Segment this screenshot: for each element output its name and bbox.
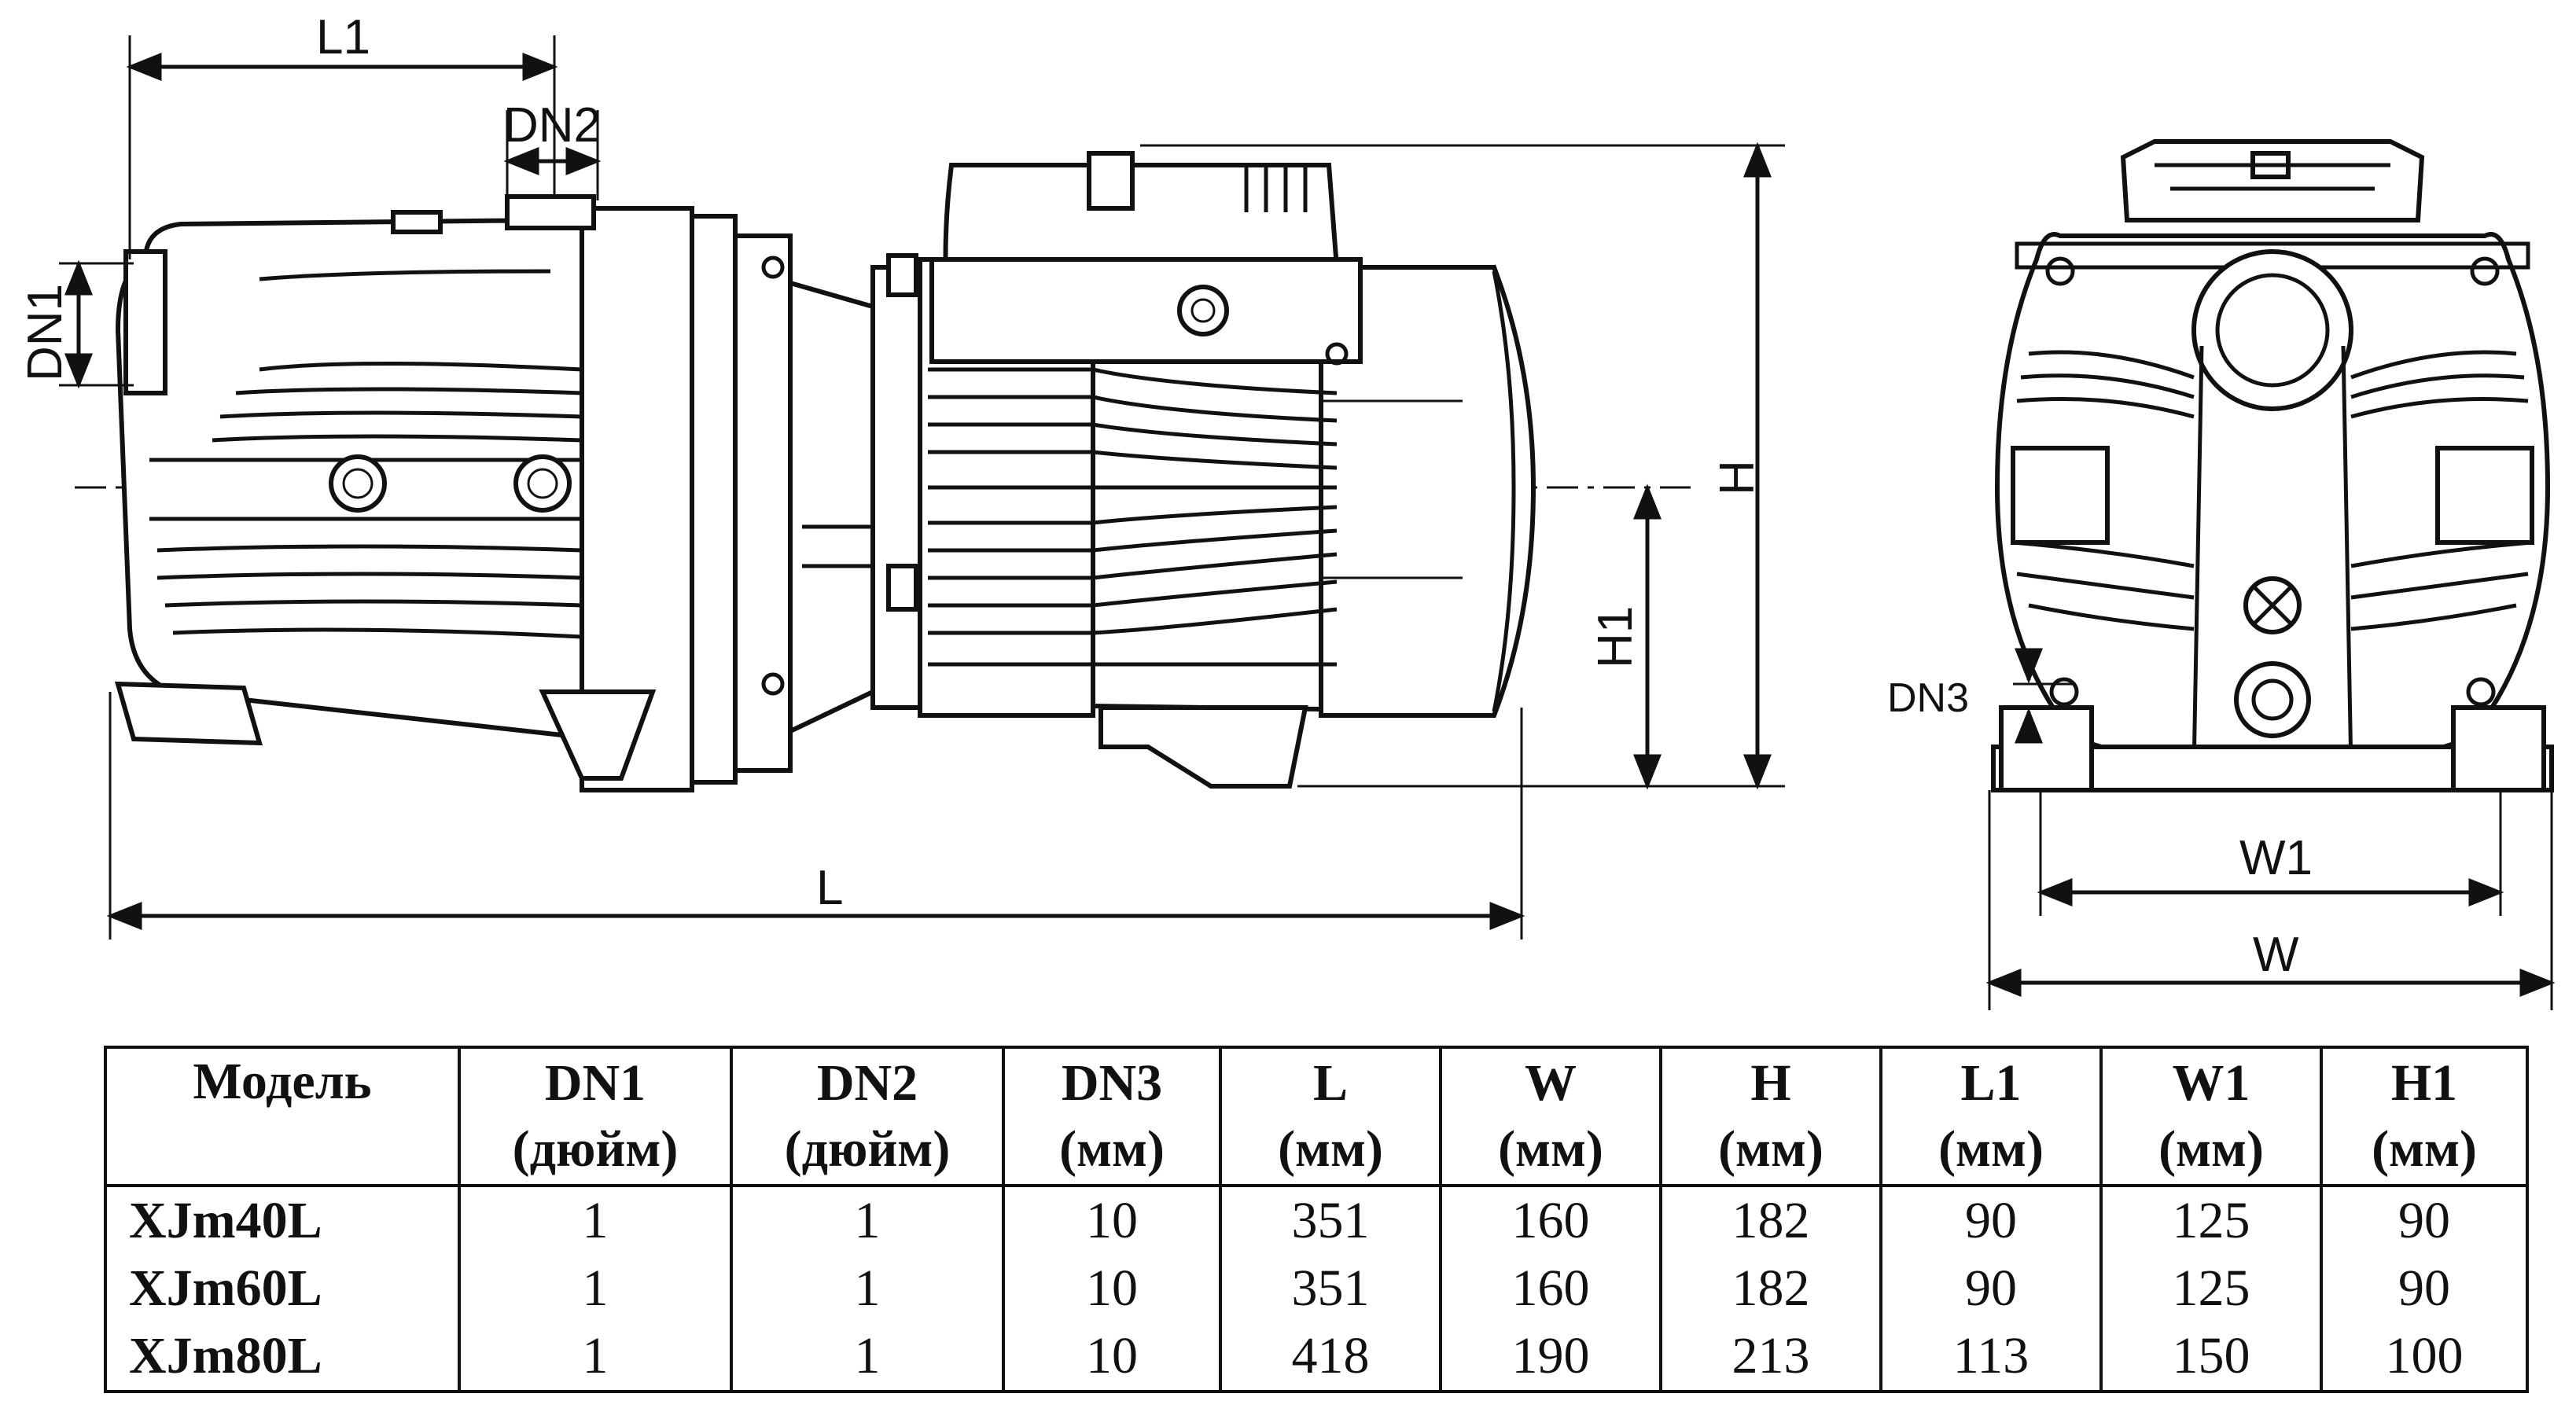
header-dn1: DN1 (дюйм) (458, 1046, 733, 1187)
cell-w1: 125 (2099, 1255, 2323, 1322)
cell-model: XJm80L (104, 1322, 461, 1393)
header-l1: L1 (мм) (1879, 1046, 2103, 1187)
table-row: XJm60L 1 1 10 351 160 182 90 125 90 (104, 1255, 2529, 1322)
header-unit: (мм) (1498, 1120, 1603, 1178)
cell-w: 190 (1439, 1322, 1662, 1393)
header-label: Модель (193, 1053, 372, 1110)
side-view-dimensions: L1 DN2 DN1 H H1 L (18, 10, 1785, 939)
dim-label-w: W (2253, 928, 2299, 982)
dim-label-dn1: DN1 (18, 284, 72, 381)
cell-w1: 150 (2099, 1322, 2323, 1393)
cell-dn1: 1 (458, 1184, 733, 1255)
side-view (75, 151, 1691, 792)
cell-dn2: 1 (730, 1255, 1005, 1322)
dim-label-w1: W1 (2239, 831, 2313, 885)
table-header-row: Модель DN1 (дюйм) DN2 (дюйм) DN3 (мм) L (мм)… (104, 1046, 2529, 1187)
header-label: L (1312, 1054, 1349, 1112)
cell-w: 160 (1439, 1255, 1662, 1322)
header-label: DN3 (1061, 1054, 1163, 1112)
cell-h1: 100 (2320, 1322, 2529, 1393)
front-view (1991, 139, 2554, 792)
dim-label-dn3: DN3 (1887, 675, 1969, 721)
cell-dn2: 1 (730, 1184, 1005, 1255)
header-h: H (мм) (1659, 1046, 1882, 1187)
cell-dn1: 1 (458, 1255, 733, 1322)
header-label: DN2 (816, 1054, 918, 1112)
cell-h: 182 (1659, 1255, 1882, 1322)
header-label: W1 (2172, 1054, 2250, 1112)
table-row: XJm80L 1 1 10 418 190 213 113 150 100 (104, 1322, 2529, 1393)
cell-h1: 90 (2320, 1255, 2529, 1322)
cell-w: 160 (1439, 1184, 1662, 1255)
header-unit: (дюйм) (784, 1120, 951, 1178)
dim-label-h: H (1710, 460, 1765, 495)
header-unit: (мм) (1938, 1120, 2044, 1178)
cell-l1: 90 (1879, 1255, 2103, 1322)
cell-model: XJm40L (104, 1184, 461, 1255)
dim-label-l1: L1 (316, 10, 370, 64)
header-unit: (мм) (2158, 1120, 2264, 1178)
header-unit: (мм) (2372, 1120, 2477, 1178)
table-row: XJm40L 1 1 10 351 160 182 90 125 90 (104, 1184, 2529, 1255)
front-view-dimensions: DN3 W1 W (1887, 648, 2556, 1010)
header-dn2: DN2 (дюйм) (730, 1046, 1005, 1187)
header-label: L1 (1960, 1054, 2022, 1112)
pump-technical-drawing: L1 DN2 DN1 H H1 L (18, 10, 2556, 1010)
header-unit: (мм) (1278, 1120, 1383, 1178)
cell-model: XJm60L (104, 1255, 461, 1322)
cell-l1: 113 (1879, 1322, 2103, 1393)
header-unit: (мм) (1059, 1120, 1165, 1178)
header-l: L (мм) (1219, 1046, 1442, 1187)
cell-l: 418 (1219, 1322, 1442, 1393)
header-label: W (1525, 1054, 1577, 1112)
header-unit: (мм) (1718, 1120, 1823, 1178)
header-model: Модель (104, 1046, 461, 1187)
header-w: W (мм) (1439, 1046, 1662, 1187)
spec-table: Модель DN1 (дюйм) DN2 (дюйм) DN3 (мм) L (мм)… (104, 1046, 2529, 1393)
cell-l: 351 (1219, 1255, 1442, 1322)
header-unit: (дюйм) (512, 1120, 679, 1178)
cell-dn3: 10 (1002, 1322, 1222, 1393)
dim-label-h1: H1 (1588, 606, 1643, 668)
header-label: H (1750, 1054, 1791, 1112)
cell-dn3: 10 (1002, 1255, 1222, 1322)
cell-h: 182 (1659, 1184, 1882, 1255)
header-dn3: DN3 (мм) (1002, 1046, 1222, 1187)
cell-h: 213 (1659, 1322, 1882, 1393)
cell-dn3: 10 (1002, 1184, 1222, 1255)
cell-l: 351 (1219, 1184, 1442, 1255)
header-w1: W1 (мм) (2099, 1046, 2323, 1187)
cell-w1: 125 (2099, 1184, 2323, 1255)
cell-dn2: 1 (730, 1322, 1005, 1393)
cell-dn1: 1 (458, 1322, 733, 1393)
cell-h1: 90 (2320, 1184, 2529, 1255)
cell-l1: 90 (1879, 1184, 2103, 1255)
header-label: DN1 (544, 1054, 646, 1112)
dim-label-l: L (816, 861, 843, 915)
dim-label-dn2: DN2 (503, 98, 601, 153)
header-label: H1 (2390, 1054, 2458, 1112)
header-h1: H1 (мм) (2320, 1046, 2529, 1187)
